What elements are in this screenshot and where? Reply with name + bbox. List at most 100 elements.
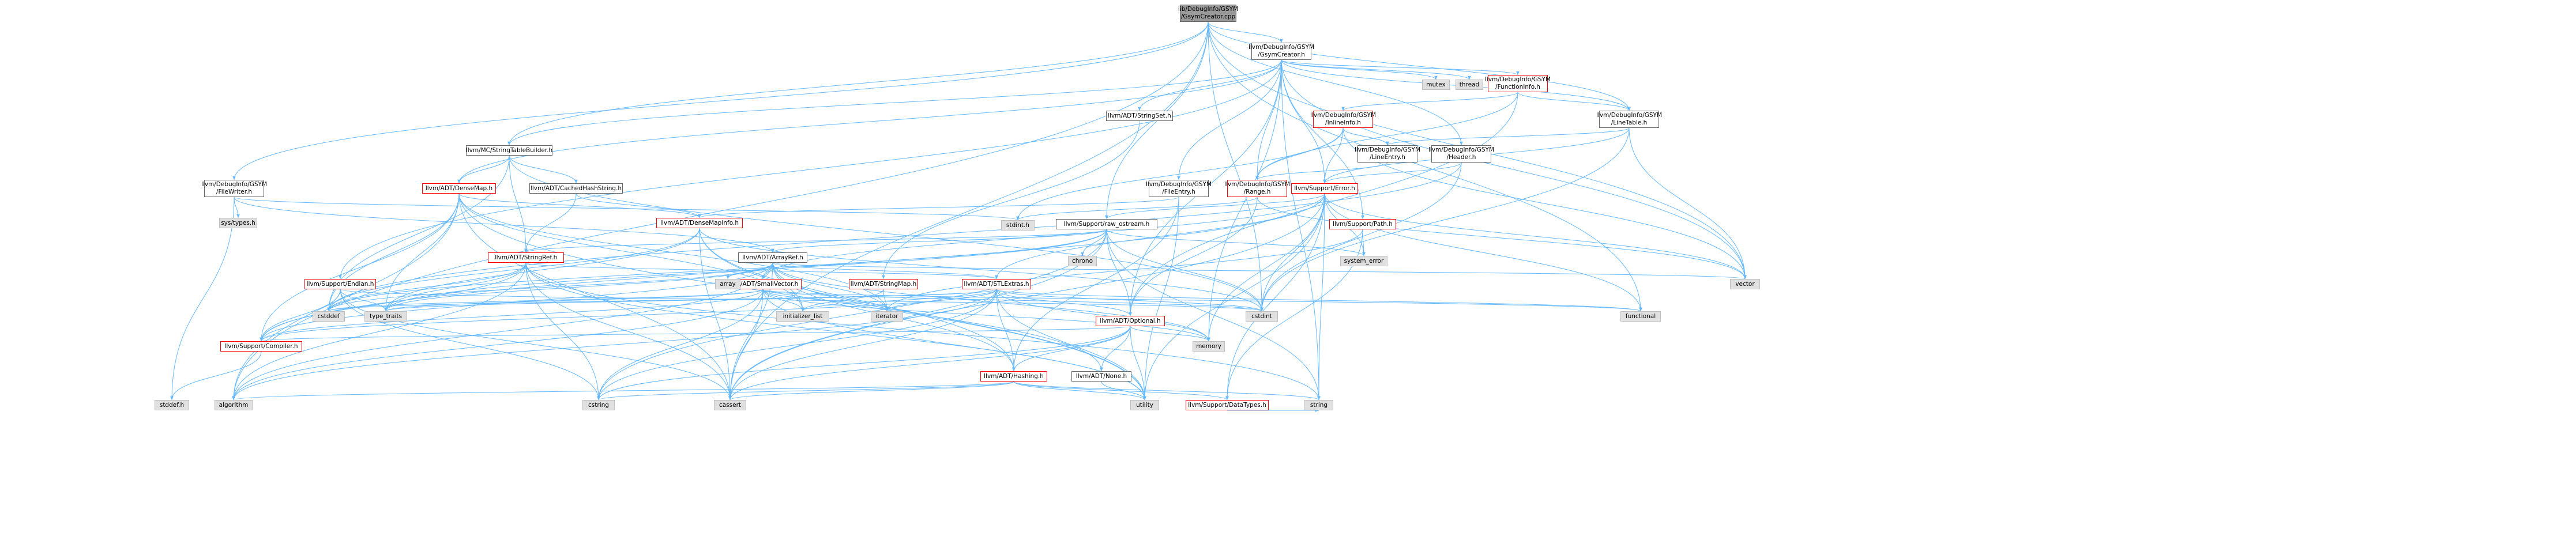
node-stringref-h[interactable]: llvm/ADT/StringRef.h <box>488 252 564 263</box>
edge-inlineinfo_h-to-stdint_h <box>1016 127 1344 221</box>
node-cachedhashstring-h[interactable]: llvm/ADT/CachedHashString.h <box>529 183 623 194</box>
node-array: array <box>715 279 740 289</box>
edge-smallvector_h-to-functional <box>762 289 1642 312</box>
edge-root-to-algorithm <box>232 21 1209 401</box>
node-error-h[interactable]: llvm/Support/Error.h <box>1291 183 1358 194</box>
edge-stringmap_h-to-initializer_list <box>801 289 884 312</box>
edge-stlextras_h-to-cstring <box>597 289 997 401</box>
edge-endian_h-to-cassert <box>340 289 732 401</box>
node-none-h[interactable]: llvm/ADT/None.h <box>1071 371 1131 382</box>
edge-error_h-to-memory <box>1207 193 1325 342</box>
node-arrayref-h[interactable]: llvm/ADT/ArrayRef.h <box>738 252 807 263</box>
node-cstring: cstring <box>582 400 615 410</box>
edge-path_h-to-iterator <box>885 229 1363 312</box>
edge-stringtablebuilder_h-to-stringref_h <box>509 155 528 253</box>
edge-cachedhashstring_h-to-stringref_h <box>524 193 577 253</box>
node-filewriter-h[interactable]: llvm/DebugInfo/GSYM /FileWriter.h <box>201 180 267 197</box>
edge-stringtablebuilder_h-to-cachedhashstring_h <box>509 155 578 184</box>
node-gsymcreator-h[interactable]: llvm/DebugInfo/GSYM /GsymCreator.h <box>1248 43 1314 60</box>
edge-smallvector_h-to-type_traits <box>384 289 764 312</box>
edge-stlextras_h-to-algorithm <box>232 289 997 401</box>
edge-stlextras_h-to-memory <box>996 289 1210 342</box>
edge-densemap_h-to-cassert <box>458 193 732 401</box>
edge-raw_ostream_h-to-arrayref_h <box>771 229 1107 253</box>
edge-raw_ostream_h-to-stringref_h <box>524 229 1107 253</box>
edge-densemap_h-to-densemapinfo_h <box>458 193 701 218</box>
edge-stlextras_h-to-cassert <box>728 289 997 401</box>
edge-gsymcreator_h-to-functioninfo_h <box>1281 59 1520 75</box>
node-smallvector-h[interactable]: llvm/ADT/SmallVector.h <box>724 279 802 289</box>
node-path-h[interactable]: llvm/Support/Path.h <box>1329 219 1396 229</box>
edge-endian_h-to-cstring <box>340 289 600 401</box>
edge-functioninfo_h-to-inlineinfo_h <box>1341 92 1518 111</box>
edge-arrayref_h-to-stlextras_h <box>772 262 998 280</box>
node-datatypes-h[interactable]: llvm/Support/DataTypes.h <box>1186 400 1269 410</box>
edge-fileentry_h-to-hashing_h <box>1012 197 1179 372</box>
node-optional-h[interactable]: llvm/ADT/Optional.h <box>1096 316 1165 326</box>
node-stringset-h[interactable]: llvm/ADT/StringSet.h <box>1106 111 1173 121</box>
node-range-h[interactable]: llvm/DebugInfo/GSYM /Range.h <box>1224 180 1290 197</box>
node-hashing-h[interactable]: llvm/ADT/Hashing.h <box>980 371 1047 382</box>
edge-stlextras_h-to-iterator <box>885 289 997 312</box>
node-stringmap-h[interactable]: llvm/ADT/StringMap.h <box>849 279 918 289</box>
node-iterator: iterator <box>871 311 903 322</box>
edge-optional_h-to-cstring <box>597 326 1131 401</box>
edge-hashing_h-to-cassert <box>728 381 1014 401</box>
edge-smallvector_h-to-memory <box>762 289 1210 342</box>
edge-functioninfo_h-to-linetable_h <box>1517 92 1631 111</box>
edge-header_h-to-cstddef <box>327 162 1462 312</box>
edge-root-to-header_h <box>1208 21 1463 146</box>
node-gsymcreator-cpp: lib/DebugInfo/GSYM /GsymCreator.cpp <box>1178 5 1238 22</box>
edge-densemapinfo_h-to-cstddef <box>327 228 700 312</box>
node-densemap-h[interactable]: llvm/ADT/DenseMap.h <box>422 183 496 194</box>
node-string: string <box>1304 400 1333 410</box>
edge-gsymcreator_h-to-fileentry_h <box>1177 59 1282 180</box>
edge-error_h-to-functional <box>1324 193 1642 312</box>
node-initializer-list: initializer_list <box>776 311 829 322</box>
edge-range_h-to-vector <box>1257 197 1747 280</box>
edge-densemapinfo_h-to-hashing_h <box>699 228 1016 372</box>
edge-lineentry_h-to-range_h <box>1255 162 1388 180</box>
node-stlextras-h[interactable]: llvm/ADT/STLExtras.h <box>962 279 1031 289</box>
node-mutex: mutex <box>1422 80 1450 90</box>
edge-optional_h-to-compiler_h <box>260 326 1131 342</box>
edge-root-to-cstdint <box>1208 21 1263 312</box>
edge-gsymcreator_h-to-endian_h <box>339 59 1282 280</box>
node-raw-ostream-h[interactable]: llvm/Support/raw_ostream.h <box>1056 219 1157 229</box>
edge-stringref_h-to-stlextras_h <box>525 262 998 280</box>
edge-smallvector_h-to-cstddef <box>327 289 764 312</box>
edge-raw_ostream_h-to-chrono <box>1081 229 1107 256</box>
node-lineentry-h[interactable]: llvm/DebugInfo/GSYM /LineEntry.h <box>1355 145 1420 163</box>
edge-hashing_h-to-string <box>1013 381 1321 401</box>
edge-stlextras_h-to-cstdint <box>996 289 1263 312</box>
edge-densemap_h-to-cstddef <box>327 193 460 312</box>
edge-inlineinfo_h-to-error_h <box>1323 127 1344 184</box>
node-stringtablebuilder-h[interactable]: llvm/MC/StringTableBuilder.h <box>466 145 552 156</box>
node-thread: thread <box>1456 80 1483 90</box>
node-linetable-h[interactable]: llvm/DebugInfo/GSYM /LineTable.h <box>1596 111 1662 128</box>
edge-smallvector_h-to-cstring <box>597 289 764 401</box>
node-densemapinfo-h[interactable]: llvm/ADT/DenseMapInfo.h <box>656 218 743 228</box>
edge-densemap_h-to-type_traits <box>384 193 460 312</box>
edge-root-to-filewriter_h <box>232 21 1209 180</box>
node-header-h[interactable]: llvm/DebugInfo/GSYM /Header.h <box>1428 145 1494 163</box>
edge-linetable_h-to-lineentry_h <box>1386 127 1630 146</box>
edge-optional_h-to-none_h <box>1100 326 1131 372</box>
node-inlineinfo-h[interactable]: llvm/DebugInfo/GSYM /InlineInfo.h <box>1310 111 1376 128</box>
node-functioninfo-h[interactable]: llvm/DebugInfo/GSYM /FunctionInfo.h <box>1485 75 1551 92</box>
edge-error_h-to-vector <box>1324 193 1747 280</box>
node-fileentry-h[interactable]: llvm/DebugInfo/GSYM /FileEntry.h <box>1146 180 1212 197</box>
node-utility: utility <box>1130 400 1159 410</box>
edge-gsymcreator_h-to-range_h <box>1255 59 1282 180</box>
edge-root-to-linetable_h <box>1208 21 1631 111</box>
node-endian-h[interactable]: llvm/Support/Endian.h <box>304 279 376 289</box>
node-cstddef: cstddef <box>313 311 345 322</box>
edge-stringref_h-to-cassert <box>525 262 732 401</box>
edge-smallvector_h-to-iterator <box>762 289 889 312</box>
node-compiler-h[interactable]: llvm/Support/Compiler.h <box>220 341 302 352</box>
edge-arrayref_h-to-cstddef <box>327 262 773 312</box>
edge-arrayref_h-to-iterator <box>772 262 889 312</box>
edge-stringref_h-to-cstring <box>525 262 600 401</box>
